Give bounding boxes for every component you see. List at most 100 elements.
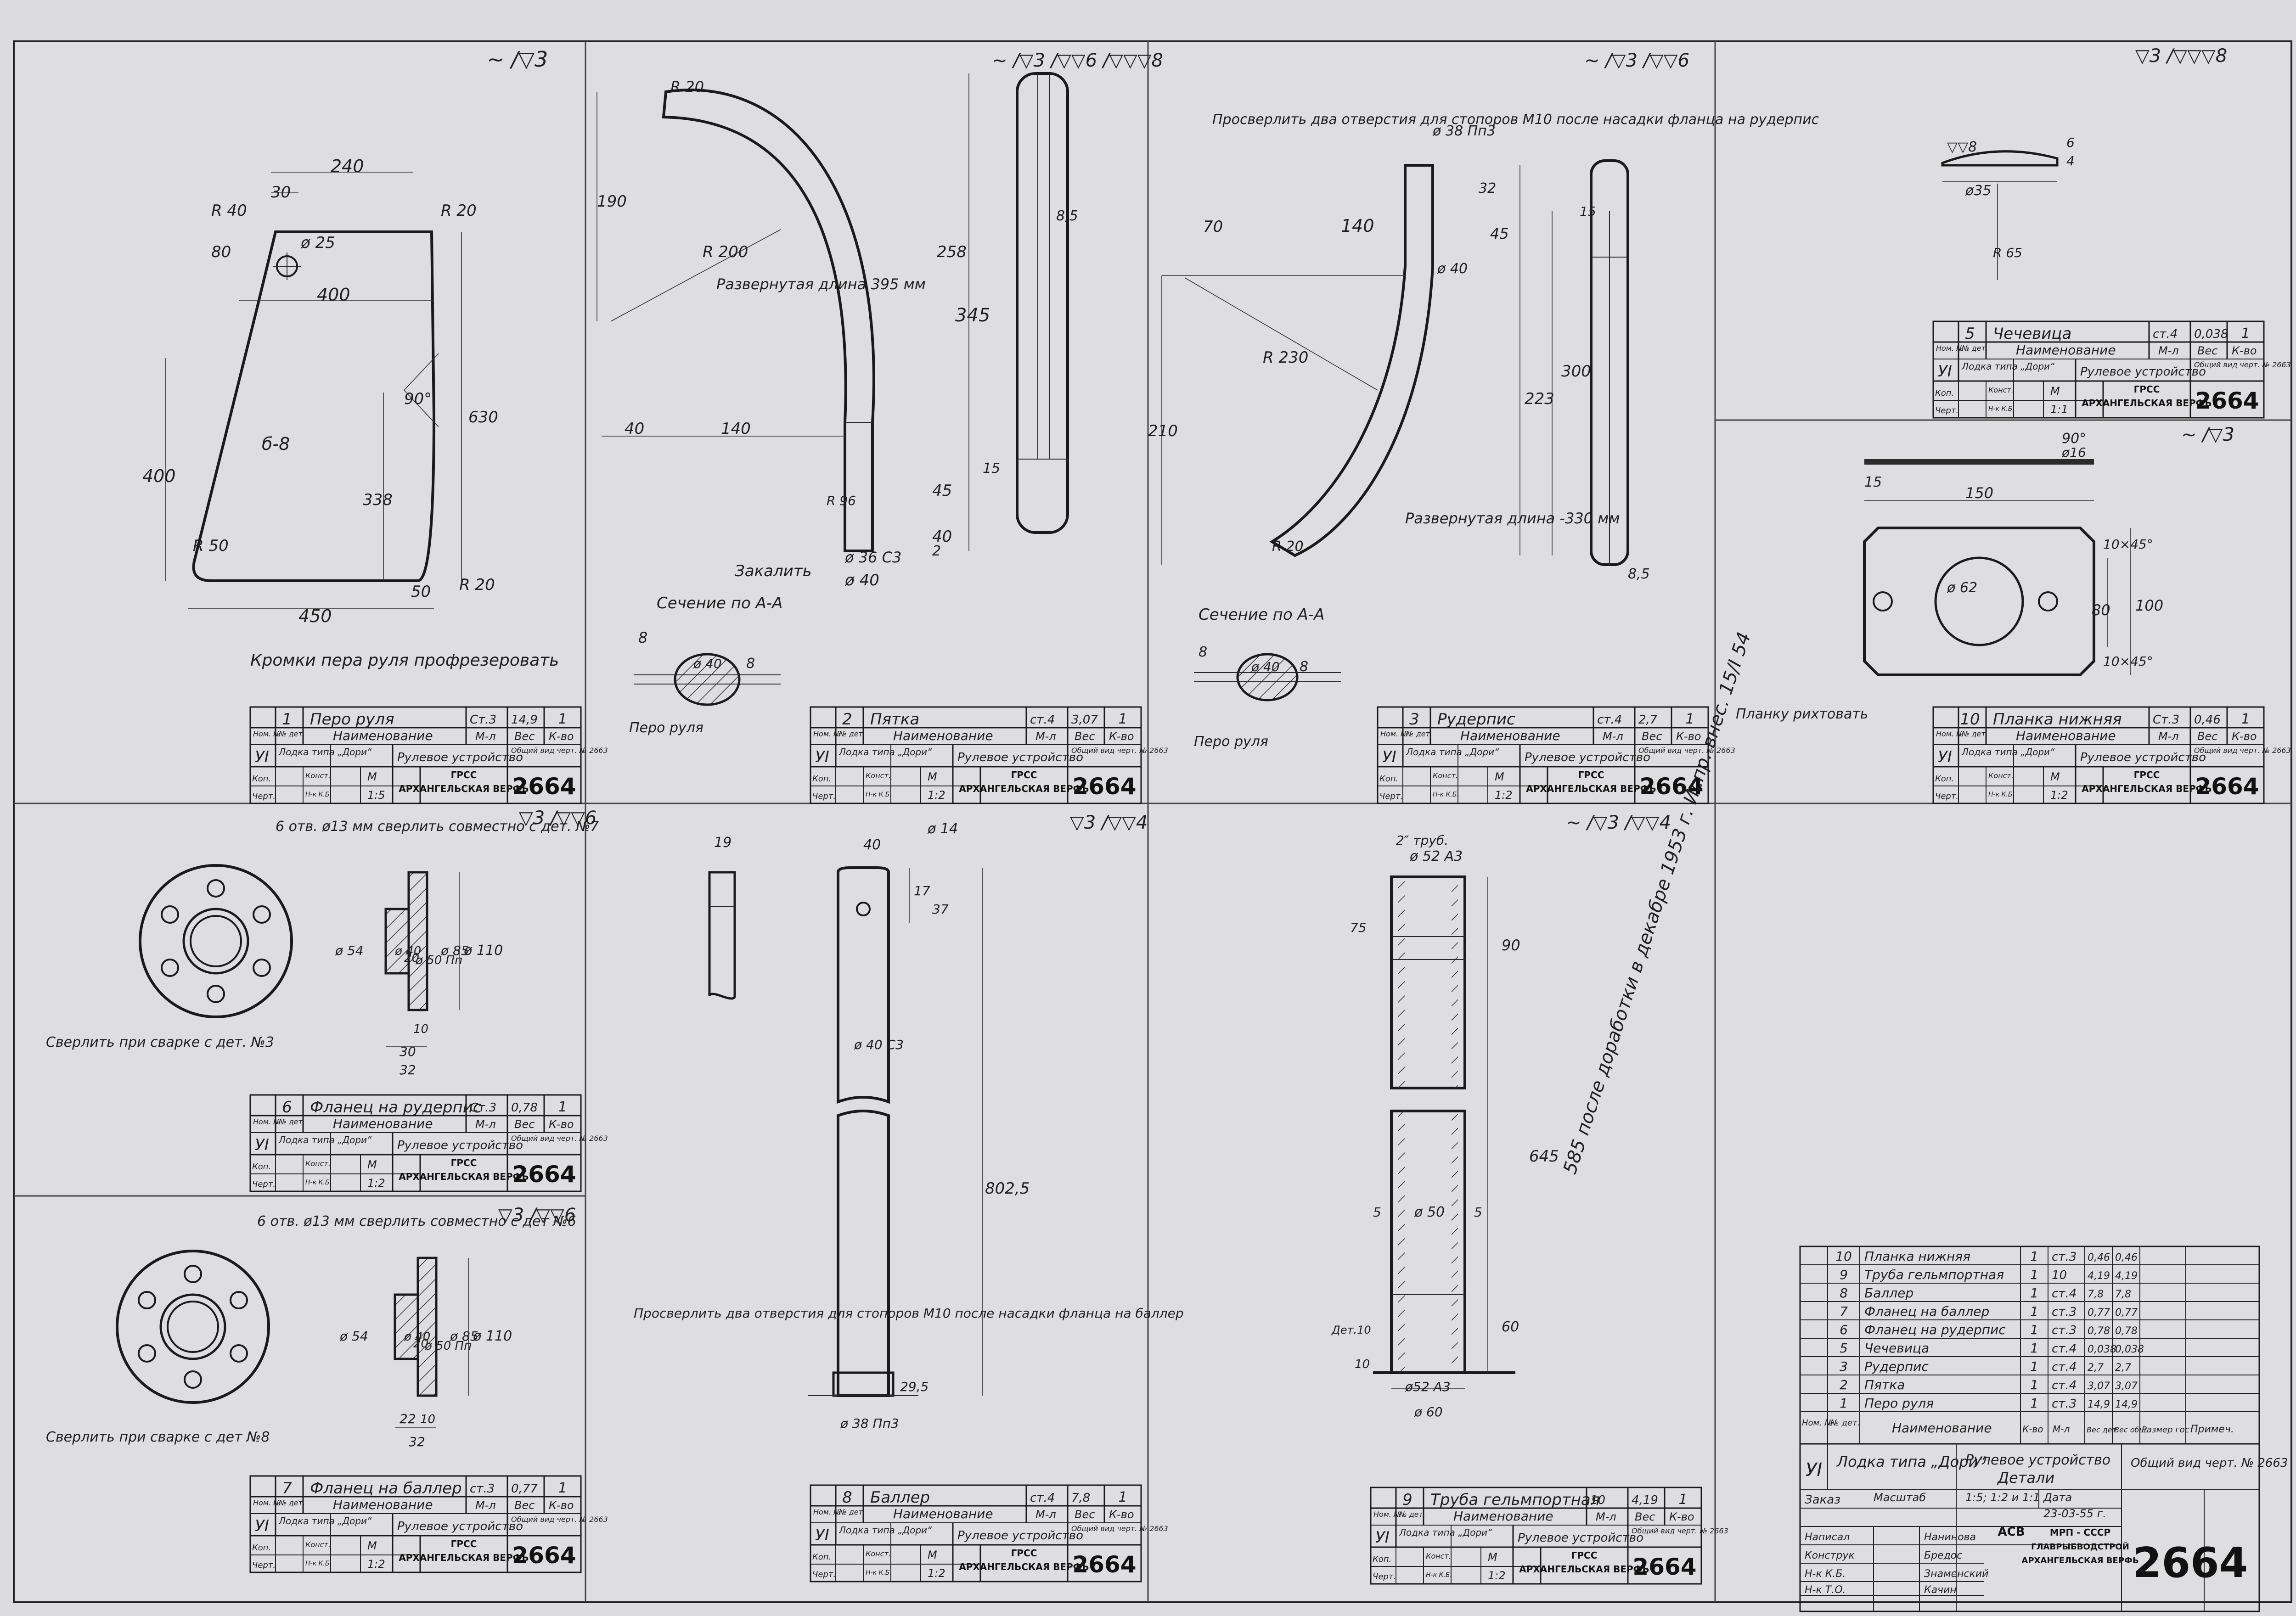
cell-material: ст.3 xyxy=(2052,1305,2077,1319)
col-header: Вес общ. xyxy=(2114,1425,2149,1434)
drawing-rudder-blade: 240 30 R 40 80 ø 25 R 20 400 90° 630 400… xyxy=(142,156,559,670)
dim-label: ø 40 xyxy=(693,656,722,671)
row-label: Н-к К.Б. xyxy=(1988,791,2015,798)
col-header: № дет. xyxy=(1399,1510,1425,1519)
part-name: Перо руля xyxy=(310,710,394,729)
main-title-block xyxy=(1799,1443,2260,1612)
part-material: ст.4 xyxy=(1597,713,1622,727)
col-header: М-л xyxy=(1035,1508,1056,1521)
baller-upper xyxy=(837,866,890,1104)
dim-label: 8,5 xyxy=(1628,566,1650,582)
surface-finish-mark: ~ /▽3 xyxy=(2181,424,2234,445)
dim-label: ø 54 xyxy=(335,943,364,958)
cell-no: 2 xyxy=(1840,1377,1848,1392)
dim-label: 32 xyxy=(1479,180,1496,196)
dim-label: 80 xyxy=(2092,601,2110,619)
cell-weight: 0,038 xyxy=(2088,1344,2116,1355)
dim-label: 22 xyxy=(400,1411,416,1426)
dim-label: ø 40 xyxy=(1437,261,1468,277)
dim-label: 75 xyxy=(1350,920,1367,935)
shipyard: АРХАНГЕЛЬСКАЯ ВЕРФЬ xyxy=(1519,1564,1649,1575)
plate-hole xyxy=(1873,591,1893,612)
part-name: Планка нижняя xyxy=(1993,710,2122,729)
part-qty: 1 xyxy=(558,1099,567,1115)
col-header: Ном. № xyxy=(253,1117,281,1126)
dim-label: ø 50 xyxy=(1414,1204,1445,1220)
note: 6 отв. ø13 мм сверлить совместно с дет №… xyxy=(257,1213,576,1229)
cell-weight-total: 3,07 xyxy=(2115,1380,2138,1392)
scale-label: М xyxy=(367,1539,377,1552)
organisation: ГРСС xyxy=(1571,1550,1598,1561)
part-material: ст.4 xyxy=(1030,1491,1055,1505)
dim-label: Дет.10 xyxy=(1331,1324,1371,1336)
note: Просверлить два отверстия для стопоров М… xyxy=(1212,112,1819,128)
col-header: Ном. № xyxy=(813,729,841,738)
organisation: ГЛАВРЫБВОДСТРОЙ xyxy=(2031,1542,2129,1552)
dim-label: 32 xyxy=(409,1434,425,1449)
boat-type: Лодка типа „Дори“ xyxy=(1836,1453,1986,1470)
row-label: Конст. xyxy=(305,1159,331,1168)
device-name: Рулевое устройство xyxy=(2080,751,2206,764)
dim-label: ø 25 xyxy=(300,234,335,252)
dim-label: ø 40 xyxy=(1251,659,1280,674)
cell-weight: 0,46 xyxy=(2088,1252,2110,1263)
dim-label: R 20 xyxy=(670,78,704,95)
dim-label: 5 xyxy=(1373,1205,1381,1220)
dim-label: 10×45° xyxy=(2103,654,2153,669)
pin-hole xyxy=(856,902,871,916)
row-label: Конст. xyxy=(866,1549,891,1558)
general-view-ref: Общий вид черт. № 2663 xyxy=(2131,1456,2288,1470)
part-number: 3 xyxy=(1409,710,1419,729)
dim-label: 90° xyxy=(404,390,432,408)
organisation: ГРСС xyxy=(451,1157,477,1168)
cell-weight: 3,07 xyxy=(2088,1380,2110,1392)
dim-label: ø 14 xyxy=(927,821,958,837)
row-label: Коп. xyxy=(252,1543,271,1553)
scale-label: М xyxy=(928,1549,937,1561)
edition-mark: УI xyxy=(1375,1528,1390,1547)
col-header: Наименование xyxy=(1453,1509,1553,1524)
row-label: Черт. xyxy=(812,791,836,801)
part-number: 10 xyxy=(1960,710,1980,729)
col-header: № дет. xyxy=(278,729,305,738)
section-label: Сечение по А-А xyxy=(1199,606,1324,624)
col-header: Наименование xyxy=(893,728,993,743)
note: Развернутая длина -330 мм xyxy=(1405,510,1620,527)
cell-qty: 1 xyxy=(2030,1304,2038,1319)
col-header: Вес xyxy=(1635,1510,1655,1523)
row-label: Коп. xyxy=(812,774,831,784)
cell-weight-total: 4,19 xyxy=(2115,1270,2138,1282)
part-weight: 0,78 xyxy=(511,1101,538,1115)
col-header: Наименование xyxy=(2016,728,2116,743)
part-qty: 1 xyxy=(1678,1492,1687,1508)
surface-finish-mark: ▽3 /▽▽6 xyxy=(498,1205,576,1226)
bolt-hole xyxy=(253,905,271,924)
cell-weight: 0,78 xyxy=(2088,1325,2110,1337)
row-label: Н-к К.Б. xyxy=(305,1179,332,1186)
dim-label: 10 xyxy=(420,1413,435,1426)
dim-label: 30 xyxy=(400,1044,416,1059)
dim-label: 4 xyxy=(2066,153,2075,168)
drawing-number: 2664 xyxy=(512,773,576,800)
plate-bore xyxy=(1934,556,2024,646)
dim-label: 258 xyxy=(937,243,967,261)
cell-weight-total: 0,78 xyxy=(2115,1325,2138,1337)
part-material: Ст.3 xyxy=(470,713,496,727)
general-view-ref: Общий вид черт. № 2663 xyxy=(1071,1524,1168,1533)
edition-mark: УI xyxy=(255,748,269,766)
part-qty: 1 xyxy=(558,711,567,727)
surface-finish-mark: ~ /▽3 /▽▽6 xyxy=(1584,50,1689,71)
row-label: Черт. xyxy=(252,791,276,801)
dim-label: ø 40 xyxy=(404,1330,430,1344)
scale-value: 1:2 xyxy=(1488,1569,1506,1582)
dim-label: б-8 xyxy=(262,434,290,454)
dim-label: 20 xyxy=(404,951,419,965)
shipyard: АРХАНГЕЛЬСКАЯ ВЕРФЬ xyxy=(959,783,1089,794)
part-material: 10 xyxy=(1590,1493,1605,1507)
cell-material: ст.3 xyxy=(2052,1397,2077,1411)
note: Сверлить при сварке с дет №8 xyxy=(46,1429,270,1445)
device-name: Рулевое устройство xyxy=(957,751,1083,764)
